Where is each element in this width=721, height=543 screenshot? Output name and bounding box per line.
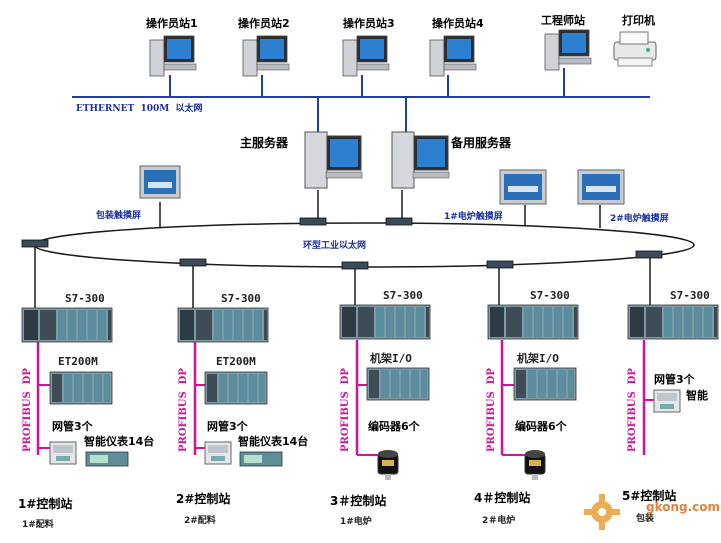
station-sub-4: 2＃电炉 xyxy=(482,516,516,526)
encoder-label-3: 编码器6个 xyxy=(368,420,420,433)
touchscreen-icon xyxy=(499,169,547,205)
io-label-4: 机架I/O xyxy=(517,352,559,365)
encoder-label-4: 编码器6个 xyxy=(515,420,567,433)
smart-meter-icon xyxy=(239,451,283,467)
station-name-4: 4＃控制站 xyxy=(474,491,531,505)
switch-icon xyxy=(21,239,49,248)
plc-rack-icon xyxy=(177,307,269,343)
plc-model-4: S7-300 xyxy=(530,289,570,302)
plc-model-5: S7-300 xyxy=(670,289,710,302)
switch-icon xyxy=(385,217,413,226)
printer-label: 打印机 xyxy=(622,14,655,27)
network-manager-icon xyxy=(49,441,77,465)
switch-icon xyxy=(341,261,369,270)
encoder-icon xyxy=(377,449,399,481)
network-manager-label-1: 网管3个 xyxy=(52,420,93,433)
gear-icon xyxy=(584,494,620,530)
backup-server-label: 备用服务器 xyxy=(451,136,512,150)
main-server-label: 主服务器 xyxy=(240,136,289,150)
station-name-2: 2#控制站 xyxy=(176,492,231,506)
main-server-icon xyxy=(304,131,363,189)
io-module-icon xyxy=(513,367,577,401)
touchscreen-icons xyxy=(139,165,625,205)
network-manager-label-5: 网管3个 xyxy=(654,373,695,386)
smart-meter-label-2: 智能仪表14台 xyxy=(238,435,309,448)
switch-icon xyxy=(299,217,327,226)
workstation-label-3: 操作员站3 xyxy=(343,17,395,30)
printer-icon xyxy=(613,31,657,67)
server-icons xyxy=(304,131,450,189)
backup-server-icon xyxy=(391,131,450,189)
smart-meter-label-1: 智能仪表14台 xyxy=(84,435,155,448)
touchscreen-label-furnace2: 2#电炉触摸屏 xyxy=(610,214,669,224)
station-sub-1: 1#配料 xyxy=(22,520,54,530)
io-label-1: ET200M xyxy=(58,355,98,368)
switch-icon xyxy=(179,258,207,267)
profibus-label-5: PROFIBUS DP xyxy=(627,368,638,452)
touchscreen-label-furnace1: 1#电炉触摸屏 xyxy=(444,212,503,222)
switch-icon xyxy=(486,260,514,269)
io-label-2: ET200M xyxy=(216,355,256,368)
smart-meter-label-5: 智能 xyxy=(686,389,708,402)
smart-meter-icon xyxy=(85,451,129,467)
plc-rack-icon xyxy=(339,304,431,340)
station-name-5: 5#控制站 xyxy=(622,489,677,503)
plc-rack-icon xyxy=(487,304,579,340)
touchscreen-icon xyxy=(577,169,625,205)
plc-rack-icon xyxy=(21,307,113,343)
io-module-icon xyxy=(204,371,268,405)
workstation-pc-icons xyxy=(149,29,657,77)
workstation-label-4: 操作员站4 xyxy=(432,17,484,30)
io-module-icon xyxy=(366,367,430,401)
touchscreen-label-packaging: 包装触摸屏 xyxy=(96,211,142,221)
engineer-station-label: 工程师站 xyxy=(541,14,585,27)
workstation-label-1: 操作员站1 xyxy=(146,17,198,30)
plc-model-2: S7-300 xyxy=(221,292,261,305)
profibus-label-2: PROFIBUS DP xyxy=(178,368,189,452)
plc-model-3: S7-300 xyxy=(383,289,423,302)
io-label-3: 机架I/O xyxy=(370,352,412,365)
profibus-label-1: PROFIBUS DP xyxy=(22,368,33,452)
station-sub-5: 包装 xyxy=(636,514,655,524)
station-sub-2: 2#配料 xyxy=(184,516,216,526)
watermark-text: gkong.com xyxy=(646,500,721,514)
ethernet-label: ETHERNET 100M 以太网 xyxy=(76,104,203,114)
workstation-label-2: 操作员站2 xyxy=(238,17,290,30)
io-module-icon xyxy=(49,371,113,405)
station-name-3: 3＃控制站 xyxy=(330,494,387,508)
profibus-label-3: PROFIBUS DP xyxy=(340,368,351,452)
touchscreen-icon xyxy=(139,165,181,199)
network-manager-label-2: 网管3个 xyxy=(207,420,248,433)
network-manager-icon xyxy=(653,389,681,413)
network-manager-icon xyxy=(204,441,232,465)
station-name-1: 1#控制站 xyxy=(18,497,73,511)
plc-model-1: S7-300 xyxy=(65,292,105,305)
ring-label: 环型工业以太网 xyxy=(303,241,367,251)
switch-icon xyxy=(635,250,663,259)
plc-rack-icon xyxy=(627,304,719,340)
encoder-icon xyxy=(524,449,546,481)
profibus-label-4: PROFIBUS DP xyxy=(486,368,497,452)
station-sub-3: 1#电炉 xyxy=(340,517,372,527)
